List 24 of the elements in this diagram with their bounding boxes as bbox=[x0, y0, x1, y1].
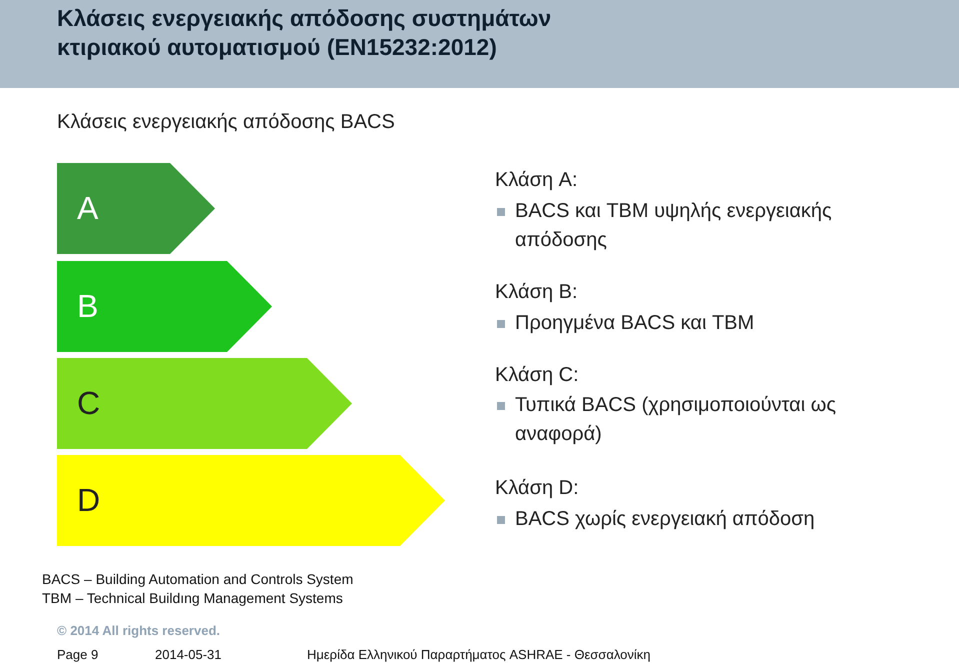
slide-title: Κλάσεις ενεργειακής απόδοσης συστημάτων κτιριακού αυτοματισμού (EN15232:2012) bbox=[57, 4, 552, 62]
energy-class-band bbox=[57, 455, 445, 546]
footer-text: Ημερίδα Ελληνικού Παραρτήματος ASHRAE - Θεσσαλονίκη bbox=[307, 647, 650, 663]
energy-class-band bbox=[57, 358, 352, 449]
subtitle: Κλάσεις ενεργειακής απόδοσης BACS bbox=[57, 110, 395, 135]
class-heading: Κλάση B: bbox=[495, 280, 578, 305]
bullet-text: BACS χωρίς ενεργειακή απόδοση bbox=[515, 507, 816, 532]
abbreviation-note: BACS – Building Automation and Controls System bbox=[42, 570, 354, 588]
class-heading: Κλάση A: bbox=[495, 168, 578, 193]
bullet-text: Προηγμένα BACS και TBM bbox=[515, 311, 756, 336]
energy-class-band bbox=[57, 261, 272, 352]
energy-class-band bbox=[57, 163, 215, 254]
abbreviation-note: TBM – Technical Buildıng Management Systems bbox=[42, 589, 343, 607]
footer-text: Page 9 bbox=[57, 647, 98, 663]
bullet-text: Τυπικά BACS (χρησιμοποιούνται ως αναφορά) bbox=[515, 393, 837, 447]
class-letter: A bbox=[77, 189, 98, 227]
class-letter: D bbox=[77, 481, 100, 519]
class-heading: Κλάση D: bbox=[495, 476, 579, 501]
bullet-text: BACS και TBM υψηλής ενεργειακής απόδοσης bbox=[515, 199, 833, 253]
class-heading: Κλάση C: bbox=[495, 363, 579, 388]
copyright-note: © 2014 All rights reserved. bbox=[57, 623, 220, 639]
class-letter: B bbox=[77, 287, 98, 325]
footer-text: 2014-05-31 bbox=[155, 647, 222, 663]
class-letter: C bbox=[77, 384, 100, 422]
